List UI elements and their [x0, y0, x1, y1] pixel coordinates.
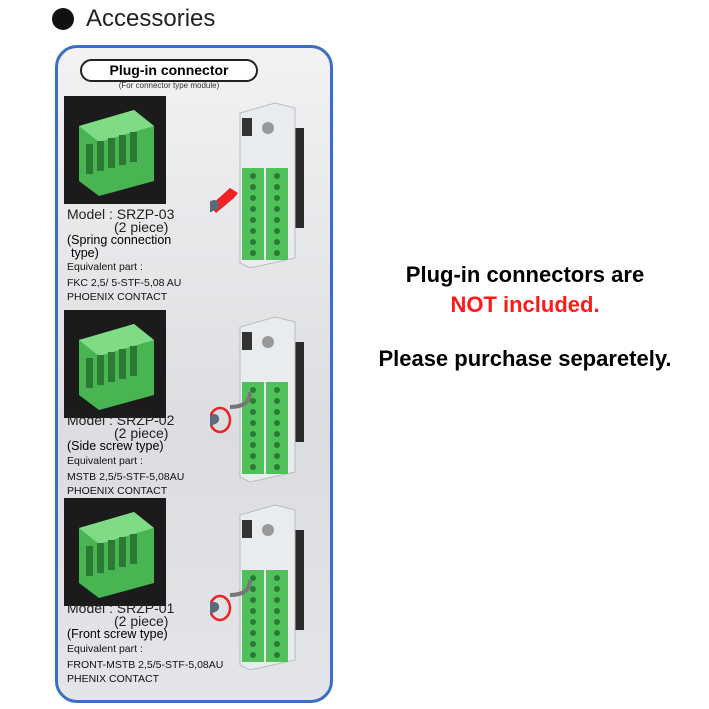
equivalent-label: Equivalent part : [67, 643, 143, 655]
module-illustration [181, 312, 320, 487]
connector-photo [64, 310, 166, 418]
module-illustration [181, 500, 320, 675]
module-illustration [181, 98, 320, 273]
type-line1: (Side screw type) [67, 439, 164, 453]
connector-photo [64, 498, 166, 606]
type-line1: (Front screw type) [67, 627, 168, 641]
manufacturer: PHENIX CONTACT [67, 673, 159, 685]
panel-subheading: (For connector type module) [118, 81, 220, 90]
panel-heading: Plug-in connector [80, 59, 258, 82]
equivalent-part: FKC 2,5/ 5-STF-5,08 AU [67, 277, 182, 289]
connection-type: (Side screw type) [67, 440, 164, 453]
model-name: Model : SRZP-02 [67, 412, 175, 428]
model-qty: (2 piece) [114, 425, 169, 441]
model-qty: (2 piece) [114, 613, 169, 629]
equivalent-label: Equivalent part : [67, 455, 143, 467]
connection-type: (Front screw type) [67, 628, 168, 641]
bullet-icon [52, 8, 74, 30]
notice-line3: Please purchase separetely. [378, 346, 672, 371]
connector-photo [64, 96, 166, 204]
manufacturer: PHOENIX CONTACT [67, 291, 168, 303]
notice-line2: NOT included. [450, 292, 600, 317]
model-name: Model : SRZP-01 [67, 600, 175, 616]
equivalent-part: MSTB 2,5/5-STF-5,08AU [67, 471, 185, 483]
section-title: Accessories [86, 5, 216, 32]
type-line2: type) [71, 246, 99, 260]
notice-line1: Plug-in connectors are [405, 262, 645, 287]
equivalent-label: Equivalent part : [67, 261, 143, 273]
manufacturer: PHOENIX CONTACT [67, 485, 168, 497]
type-line1: (Spring connection [67, 233, 172, 247]
model-qty: (2 piece) [114, 219, 169, 235]
equivalent-part: FRONT-MSTB 2,5/5-STF-5,08AU [67, 659, 224, 671]
model-name: Model : SRZP-03 [67, 206, 175, 222]
